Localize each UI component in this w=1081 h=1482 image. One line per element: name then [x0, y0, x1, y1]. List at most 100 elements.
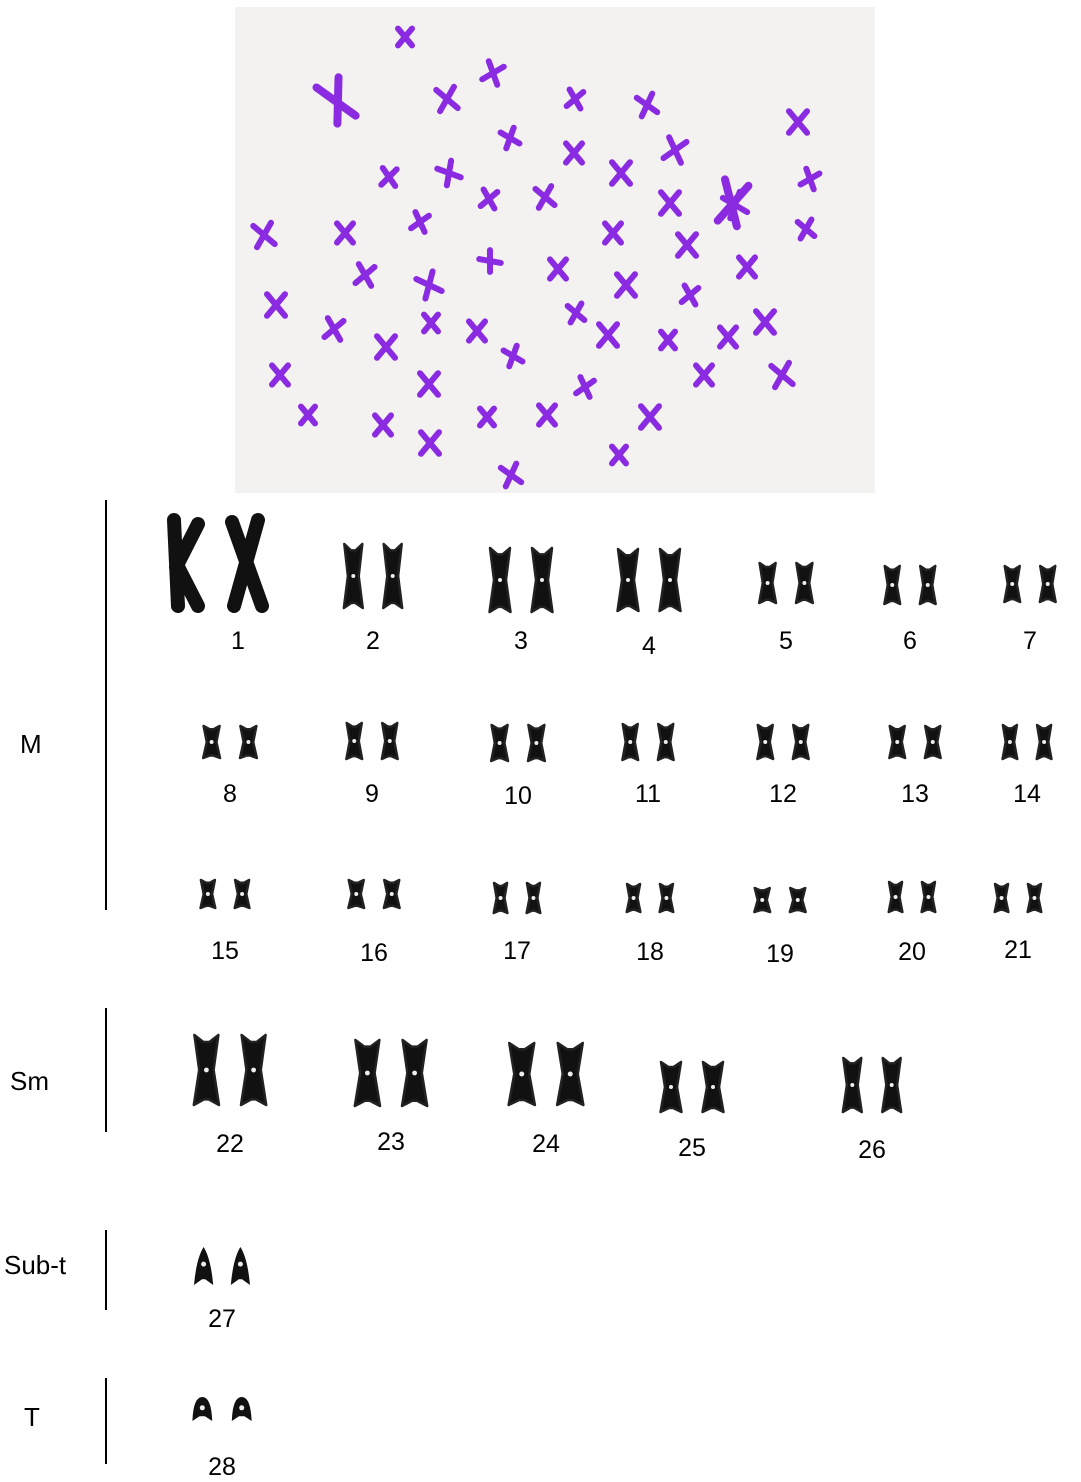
chromosome	[843, 1058, 862, 1112]
chromosome	[796, 563, 813, 603]
chromosome	[382, 723, 398, 759]
chromosome	[355, 1040, 380, 1106]
chromosome	[922, 882, 936, 912]
chromosome	[790, 888, 806, 912]
chromosome-pair	[618, 549, 681, 611]
chromosome-pair	[843, 1058, 901, 1112]
pair-number: 16	[344, 939, 404, 968]
chromosome-pair	[509, 1043, 584, 1105]
chromosome	[232, 520, 262, 606]
chromosome	[627, 884, 641, 912]
chromosome-pair	[757, 725, 808, 759]
pair-number: 12	[753, 780, 813, 809]
chromosome	[920, 566, 936, 604]
chromosome	[793, 725, 809, 759]
chromosome	[174, 520, 198, 606]
chromosome-pair	[491, 725, 545, 761]
chromosome	[1040, 566, 1056, 602]
chromosome	[240, 726, 257, 758]
chromosome-pair	[622, 724, 673, 760]
pair-number: 3	[491, 627, 551, 656]
chromosome	[384, 880, 400, 908]
chromosome	[346, 723, 362, 759]
chromosome	[889, 726, 905, 758]
pair-number: 13	[885, 780, 945, 809]
chromosome	[1037, 725, 1052, 759]
chromosome	[1003, 725, 1018, 759]
chromosome	[925, 726, 941, 758]
chromosome	[348, 880, 364, 908]
pair-number: 23	[361, 1128, 421, 1157]
chromosome	[1028, 884, 1042, 912]
pair-number: 6	[880, 627, 940, 656]
chromosome-pair	[192, 1397, 251, 1421]
pair-number: 2	[343, 627, 403, 656]
pair-number: 10	[488, 782, 548, 811]
chromosome	[194, 1247, 213, 1285]
chromosome-pair	[194, 1247, 250, 1285]
pair-number: 22	[200, 1130, 260, 1159]
pair-number: 8	[200, 780, 260, 809]
chromosome	[232, 1397, 252, 1421]
pair-number: 19	[750, 940, 810, 969]
chromosome	[490, 548, 511, 612]
chromosome	[192, 1397, 212, 1421]
pair-number: 26	[842, 1136, 902, 1165]
chromosome-pair	[348, 880, 399, 908]
pair-number: 27	[192, 1305, 252, 1334]
chromosome	[661, 1062, 682, 1112]
chromosome	[557, 1043, 583, 1105]
chromosome-pair	[1004, 566, 1055, 602]
pair-number: 25	[662, 1134, 722, 1163]
chromosome-pair	[203, 726, 257, 758]
chromosome	[231, 1247, 250, 1285]
chromosome-pair	[494, 883, 541, 913]
chromosome-pair	[889, 726, 940, 758]
chromosome	[235, 880, 250, 908]
pair-number: 4	[619, 632, 679, 661]
pair-number: 14	[997, 780, 1057, 809]
chromosome	[754, 888, 770, 912]
chromosome	[1004, 566, 1020, 602]
pair-number: 20	[882, 938, 942, 967]
pair-number: 28	[192, 1453, 252, 1482]
chromosome	[658, 724, 674, 760]
chromosome	[622, 724, 638, 760]
chromosome-pair	[355, 1040, 427, 1106]
chromosome	[884, 566, 900, 604]
chromosome	[532, 548, 553, 612]
pair-number: 9	[342, 780, 402, 809]
chromosome-pair	[344, 544, 402, 608]
pair-number: 15	[195, 937, 255, 966]
chromosome	[241, 1035, 266, 1105]
chromosome	[509, 1043, 535, 1105]
pair-number: 11	[618, 780, 678, 809]
chromosome-pair	[884, 566, 935, 604]
pair-number: 24	[516, 1130, 576, 1159]
chromosome	[344, 544, 363, 608]
chromosome	[528, 725, 545, 761]
chromosome-pair	[995, 884, 1042, 912]
chromosome-pair	[889, 882, 936, 912]
chromosome-pair	[754, 888, 805, 912]
chromosome-pair	[627, 884, 674, 912]
chromosome	[201, 880, 216, 908]
chromosome	[703, 1062, 724, 1112]
pair-number: 1	[208, 627, 268, 656]
chromosome	[527, 883, 541, 913]
pair-number: 18	[620, 938, 680, 967]
chromosome	[402, 1040, 427, 1106]
chromosome-pair	[759, 563, 813, 603]
chromosome	[194, 1035, 219, 1105]
chromosome-pair	[201, 880, 250, 908]
chromosome	[889, 882, 903, 912]
chromosome	[660, 549, 681, 611]
chromosome	[757, 725, 773, 759]
pair-number: 21	[988, 936, 1048, 965]
chromosome	[759, 563, 776, 603]
chromosome-pair	[346, 723, 397, 759]
chromosome	[494, 883, 508, 913]
chromosome	[995, 884, 1009, 912]
chromosome	[882, 1058, 901, 1112]
